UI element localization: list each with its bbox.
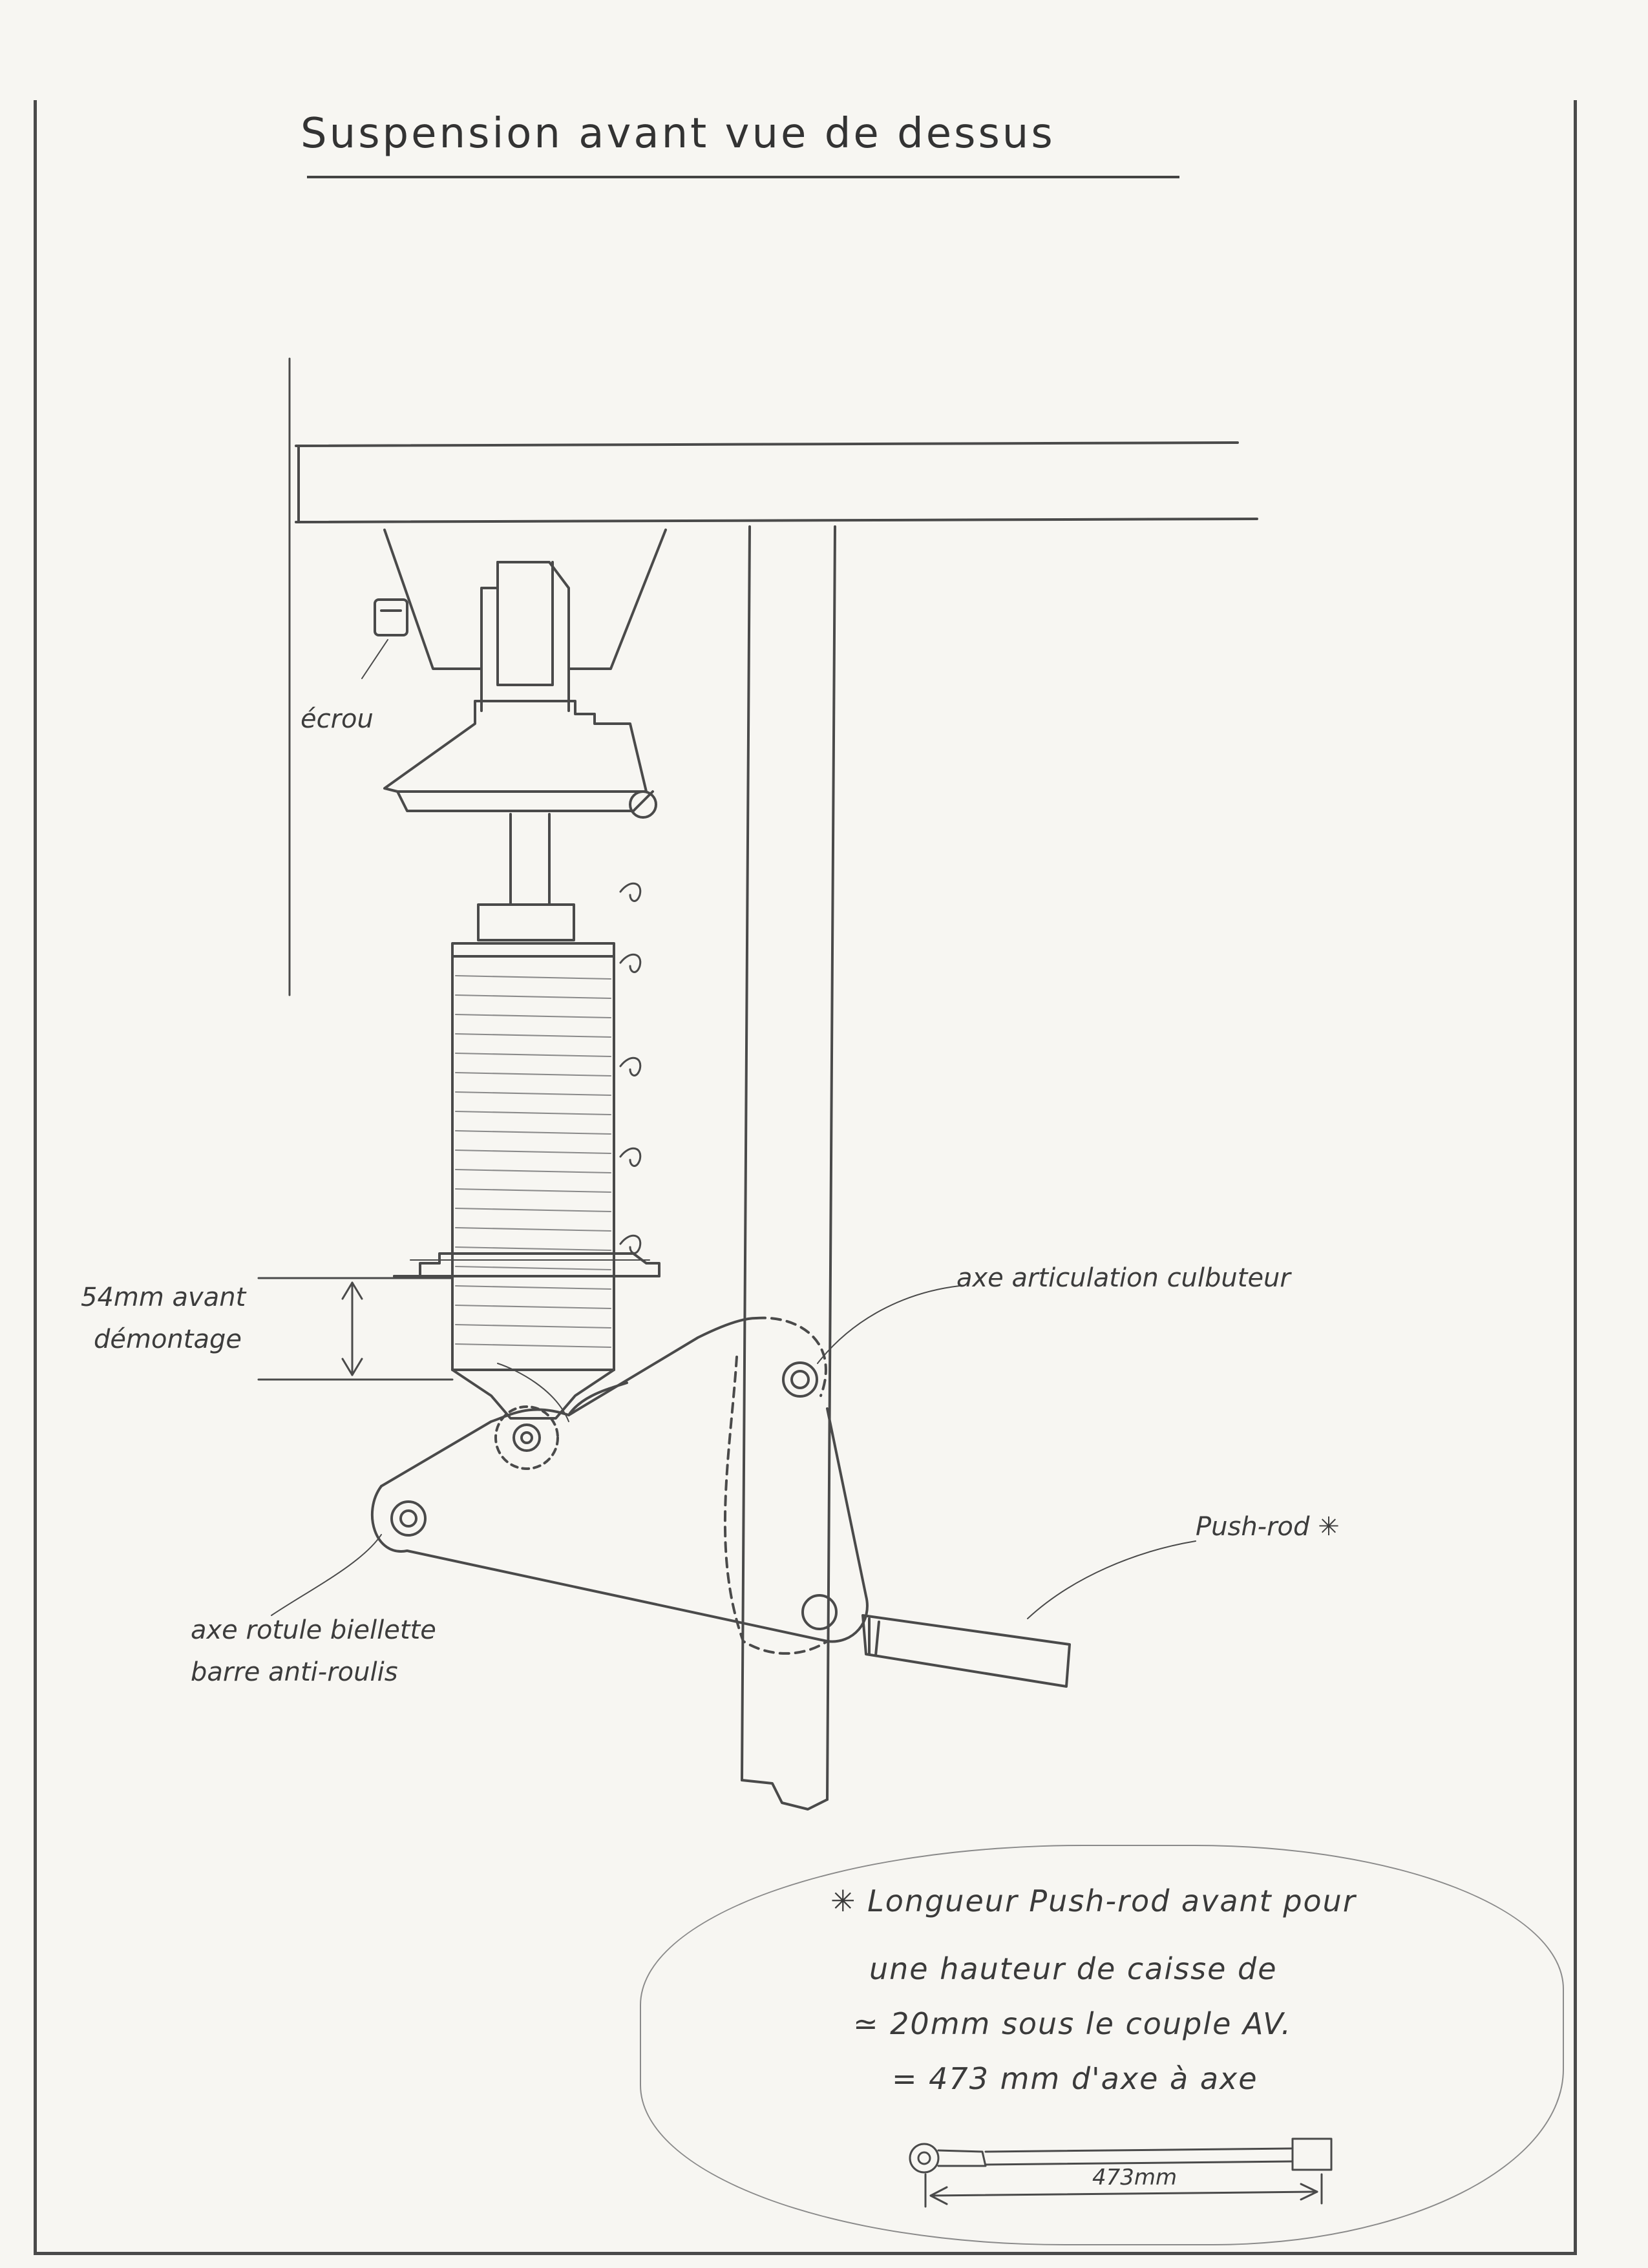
antiroll-label-line1: axe rotule biellette bbox=[191, 1615, 436, 1645]
pushrod-joint bbox=[801, 1594, 838, 1630]
nut-label: écrou bbox=[301, 704, 374, 734]
nut-icon bbox=[361, 598, 408, 679]
chassis-frame bbox=[288, 357, 1258, 996]
upper-mount-bracket bbox=[383, 529, 667, 712]
note-line3: ≃ 20mm sous le couple AV. bbox=[853, 2006, 1292, 2041]
note-line2: une hauteur de caisse de bbox=[869, 1951, 1278, 1986]
lower-spring-seat bbox=[393, 1252, 660, 1277]
antiroll-link-joint bbox=[390, 1500, 427, 1537]
shock-lower-joint bbox=[494, 1405, 559, 1470]
note-line4: = 473 mm d'axe à axe bbox=[892, 2061, 1258, 2096]
measure-label-line2: démontage bbox=[94, 1325, 242, 1354]
rod-dimension-label: 473mm bbox=[1092, 2165, 1178, 2190]
antiroll-label-line2: barre anti-roulis bbox=[191, 1657, 398, 1687]
rocker bbox=[371, 1316, 869, 1655]
note-bubble bbox=[640, 1845, 1564, 2245]
pushrod-label: Push-rod ✳ bbox=[1196, 1512, 1340, 1542]
rocker-axis-label: axe articulation culbuteur bbox=[956, 1263, 1291, 1293]
chassis-tube bbox=[741, 525, 836, 1811]
spring-coils bbox=[619, 882, 642, 1254]
title-underline bbox=[307, 176, 1179, 178]
pushrod bbox=[861, 1614, 1071, 1688]
page-title: Suspension avant vue de dessus bbox=[301, 110, 1055, 158]
rocker-pivot-joint bbox=[782, 1361, 818, 1398]
shock-rod bbox=[477, 813, 575, 941]
note-line1: ✳ Longueur Push-rod avant pour bbox=[830, 1884, 1357, 1918]
height-dimension-arrow bbox=[257, 1277, 454, 1381]
page-border bbox=[34, 100, 1577, 2255]
measure-label-line1: 54mm avant bbox=[81, 1283, 246, 1312]
leader-lines bbox=[271, 1285, 1196, 1619]
shock-body bbox=[451, 942, 615, 1420]
upper-spring-seat bbox=[383, 700, 657, 819]
